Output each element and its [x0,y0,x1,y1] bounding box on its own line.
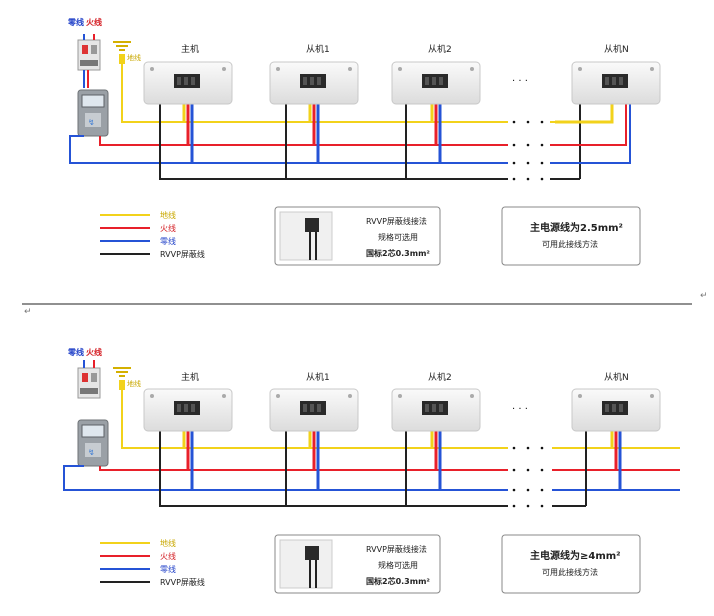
diagram-1: ↯ [67,17,661,266]
return-mark-1: ↵ [700,291,708,301]
continuation-dots-2 [512,446,544,508]
legend-live: 火线 [160,223,176,233]
rvvp-line2: 规格可选用 [378,232,418,242]
rvvp-box-2: RVVP屏蔽线接法 规格可选用 国标2芯0.3mm² [274,534,441,594]
slave1-label-2: 从机1 [306,371,330,383]
power-line2: 可用此接线方法 [542,239,598,249]
live-top-label-2: 火线 [86,347,102,357]
rvvp-line3-2: 国标2芯0.3mm² [366,576,430,586]
legend-live-2: 火线 [160,551,176,561]
slave2-label-2: 从机2 [428,371,452,383]
return-mark-2: ↵ [24,307,32,317]
slaven-label-2: 从机N [604,371,629,383]
legend-rvvp-2: RVVP屏蔽线 [160,577,205,587]
dots-label-2: · · · [512,404,528,415]
rvvp-line1-2: RVVP屏蔽线接法 [366,544,427,554]
meter-2: ↯ [77,419,109,467]
power-box-1: 主电源线为2.5mm² 可用此接线方法 [501,206,641,266]
neutral-top-label-2: 零线 [67,347,84,357]
rvvp-box-1: RVVP屏蔽线接法 规格可选用 国标2芯0.3mm² [274,206,441,266]
continuation-dots-1 [512,120,544,181]
slave1-unit-1 [269,61,359,105]
ground-tag-label-2: 地线 [127,379,141,388]
rvvp-line2-2: 规格可选用 [378,560,418,570]
meter-1: ↯ [77,89,109,137]
ground-symbol-1 [113,41,131,64]
power-line2-2: 可用此接线方法 [542,567,598,577]
legend-1: 地线 火线 零线 RVVP屏蔽线 [100,210,205,259]
power-line1: 主电源线为2.5mm² [530,221,623,234]
breaker-1 [77,39,101,71]
legend-ground-2: 地线 [160,538,176,548]
legend-2: 地线 火线 零线 RVVP屏蔽线 [100,538,205,587]
dots-label: · · · [512,76,528,87]
legend-neutral-2: 零线 [160,564,176,574]
host-unit-1 [143,61,233,105]
svg-text:↯: ↯ [88,448,95,457]
live-top-label: 火线 [86,17,102,27]
slave2-unit-1 [391,61,481,105]
slaven-unit-1 [571,61,661,105]
slaven-label: 从机N [604,43,629,55]
slave1-label: 从机1 [306,43,330,55]
breaker-2 [77,367,101,399]
ground-symbol-2 [113,367,131,390]
power-box-2: 主电源线为≥4mm² 可用此接线方法 [501,534,641,594]
ground-tag-label: 地线 [127,53,141,62]
legend-ground: 地线 [160,210,176,220]
legend-neutral: 零线 [160,236,176,246]
power-line1-2: 主电源线为≥4mm² [530,549,621,562]
neutral-top-label: 零线 [67,17,84,27]
host-label-2: 主机 [181,371,199,383]
legend-rvvp: RVVP屏蔽线 [160,249,205,259]
host-label: 主机 [181,43,199,55]
rvvp-line1: RVVP屏蔽线接法 [366,216,427,226]
slave1-unit-2 [269,388,359,432]
slave2-unit-2 [391,388,481,432]
svg-text:↯: ↯ [88,118,95,127]
diagram-2: ↯ [63,347,680,594]
slave2-label: 从机2 [428,43,452,55]
host-unit-2 [143,388,233,432]
slaven-unit-2 [571,388,661,432]
rvvp-line3: 国标2芯0.3mm² [366,248,430,258]
